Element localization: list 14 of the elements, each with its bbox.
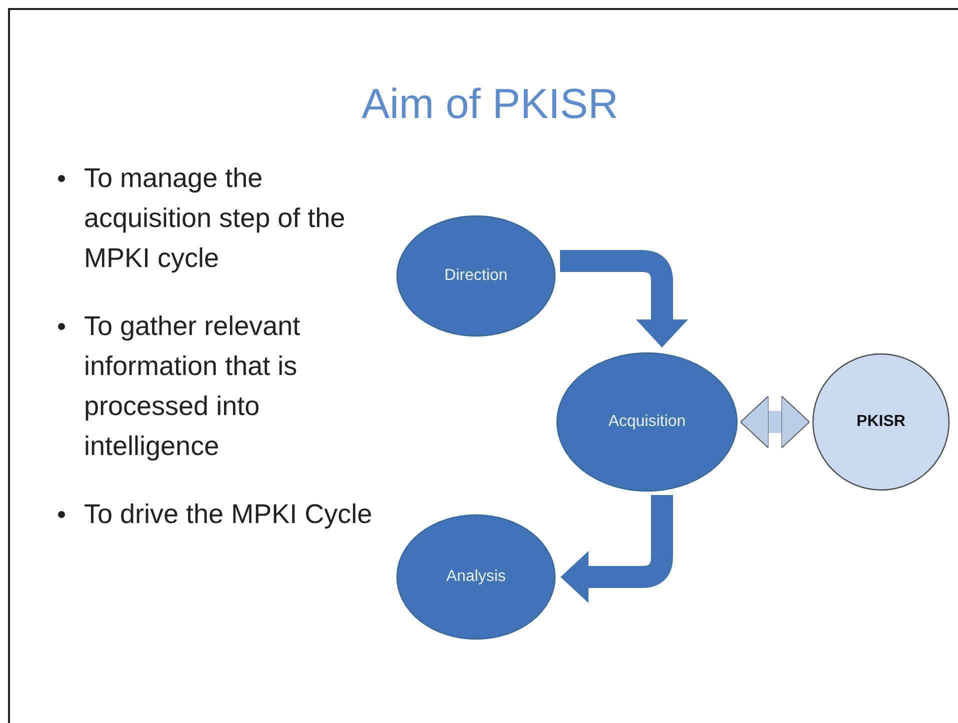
bullet-text: To drive the MPKI Cycle bbox=[84, 498, 374, 531]
node-label: PKISR bbox=[856, 412, 906, 432]
process-ellipse bbox=[396, 514, 556, 640]
system-circle bbox=[812, 353, 950, 491]
node-label: Analysis bbox=[446, 567, 506, 587]
double-arrow bbox=[740, 396, 810, 448]
bullet-text: To manage the acquisition step of the MPKI cycle bbox=[84, 162, 346, 275]
bullet-text: To gather relevant information that is processed into intelligence bbox=[84, 310, 302, 463]
process-ellipse bbox=[396, 215, 556, 337]
node-label: Acquisition bbox=[608, 412, 686, 432]
slide-title: Aim of PKISR bbox=[360, 79, 620, 129]
process-ellipse bbox=[556, 352, 738, 492]
bent-arrow bbox=[560, 250, 688, 348]
node-label: Direction bbox=[444, 266, 508, 286]
